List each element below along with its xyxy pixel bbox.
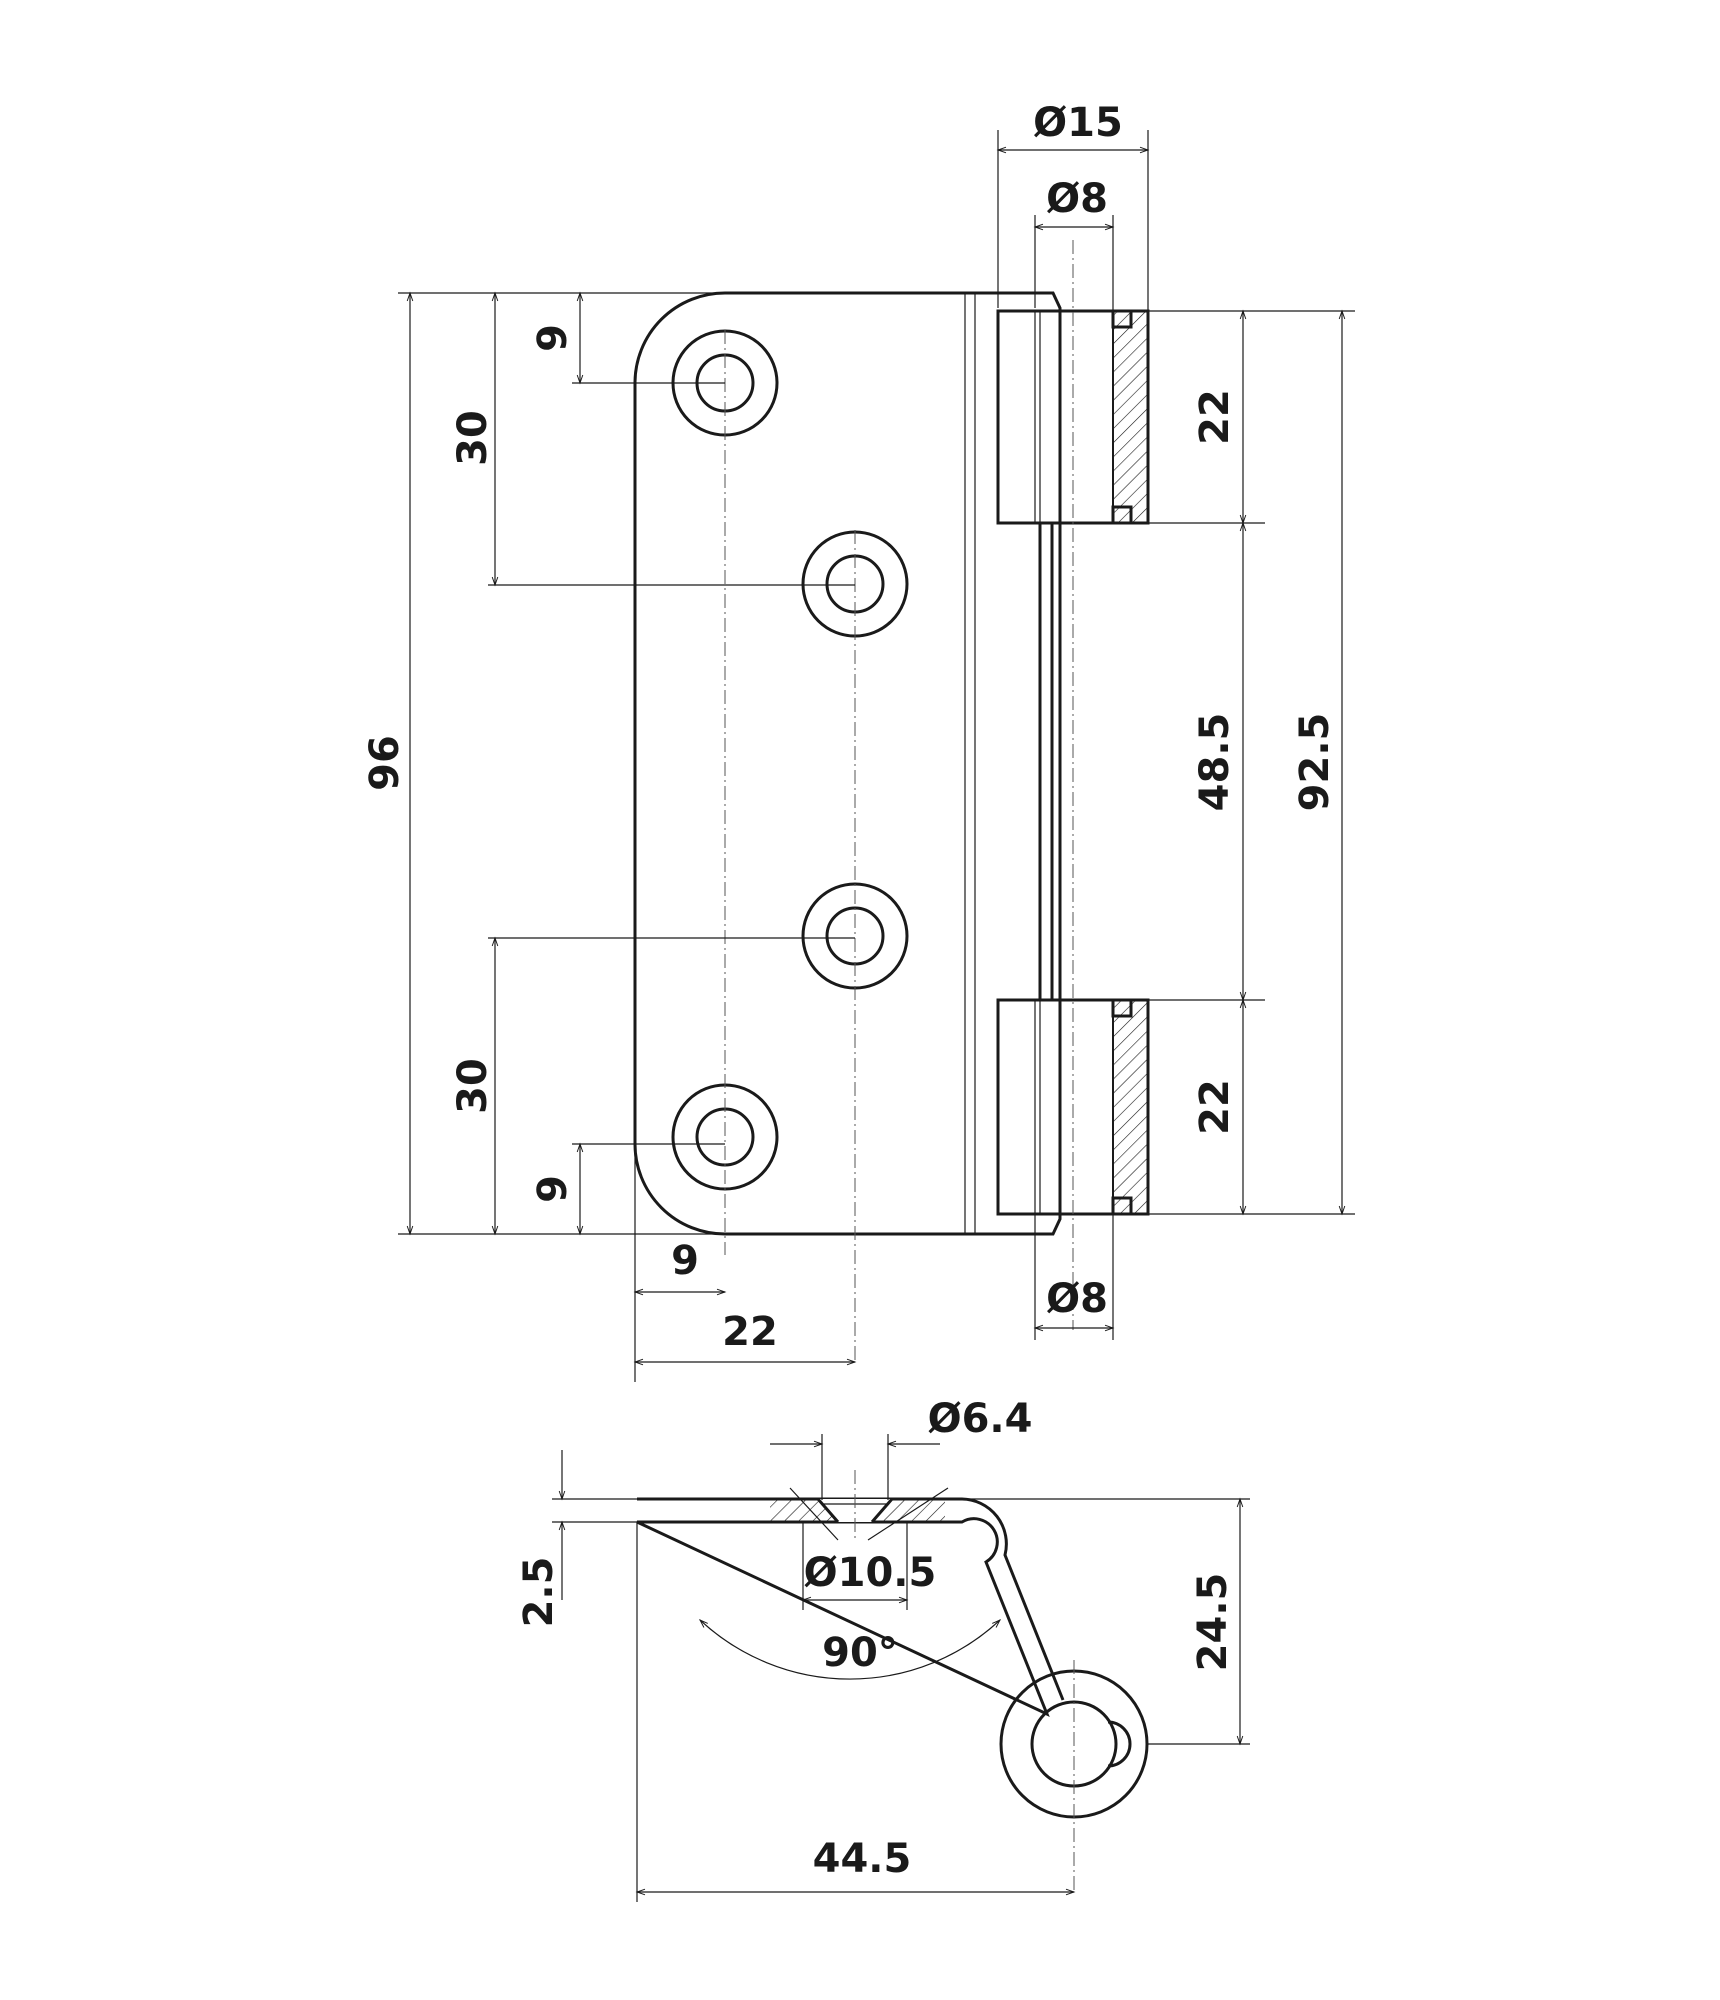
dim-hole-d-label: Ø6.4 (928, 1396, 1033, 1442)
leaf-profile (636, 1497, 1065, 1717)
dim-hole-pitch-bottom: 30 (450, 936, 855, 1236)
dim-hole-pitch-bottom-label: 30 (450, 1058, 496, 1114)
dim-knuckle-bottom-label: 22 (1192, 1079, 1238, 1135)
dim-hole-pitch-top-label: 30 (450, 410, 496, 466)
dim-thickness: 2.5 (516, 1450, 637, 1627)
dim-width-total: 44.5 (635, 1522, 1076, 1902)
dim-hole-pitch-top: 30 (450, 291, 855, 587)
bottom-knuckle (996, 998, 1150, 1216)
dim-gap-middle-label: 48.5 (1192, 713, 1238, 812)
dim-pin-bottom: Ø8 (1033, 1214, 1115, 1340)
dim-edge-left-label: 9 (671, 1238, 699, 1284)
side-view: Ø6.4 Ø10.5 90° 2.5 24.5 44.5 (516, 1396, 1250, 1902)
hinge-barrel (999, 1660, 1149, 1890)
dim-edge-top: 9 (530, 291, 725, 385)
dim-knuckle-bottom: 22 (1148, 998, 1355, 1216)
dim-edge-top-label: 9 (530, 324, 576, 352)
dim-outer-pin: Ø15 (996, 100, 1150, 311)
dim-height-total-label: 96 (362, 735, 408, 791)
front-view: Ø15 Ø8 Ø8 96 30 (362, 100, 1355, 1382)
dim-countersink-angle-label: 90° (822, 1630, 898, 1676)
dim-pin-bottom-label: Ø8 (1046, 1276, 1108, 1322)
top-knuckle (996, 309, 1150, 525)
hinge-pin (1038, 523, 1054, 1000)
dim-thickness-label: 2.5 (516, 1557, 562, 1628)
dim-offset-height-label: 24.5 (1190, 1573, 1236, 1672)
dim-knuckle-top: 22 (1148, 309, 1355, 525)
dim-pin-top: Ø8 (1033, 176, 1115, 311)
dim-hole-col-offset-label: 22 (722, 1309, 778, 1355)
dim-height-knuckles: 92.5 (1292, 309, 1346, 1216)
dim-edge-left: 9 (633, 1144, 727, 1382)
dim-knuckle-top-label: 22 (1192, 389, 1238, 445)
dim-offset-height: 24.5 (962, 1497, 1250, 1746)
dim-edge-bottom-label: 9 (530, 1175, 576, 1203)
dim-hole-d: Ø6.4 (770, 1396, 1032, 1500)
dim-outer-pin-label: Ø15 (1033, 100, 1123, 146)
dim-height-knuckles-label: 92.5 (1292, 713, 1338, 812)
dim-countersink-angle: 90° (698, 1619, 1002, 1680)
dim-pin-top-label: Ø8 (1046, 176, 1108, 222)
dim-gap-middle: 48.5 (1148, 521, 1265, 1002)
dim-countersink-d-label: Ø10.5 (804, 1550, 937, 1596)
dim-countersink-d: Ø10.5 (801, 1522, 937, 1610)
dim-height-total: 96 (362, 291, 725, 1236)
dim-hole-col-offset: 22 (633, 1309, 857, 1366)
dim-width-total-label: 44.5 (813, 1836, 912, 1882)
dim-edge-bottom: 9 (530, 1142, 725, 1236)
